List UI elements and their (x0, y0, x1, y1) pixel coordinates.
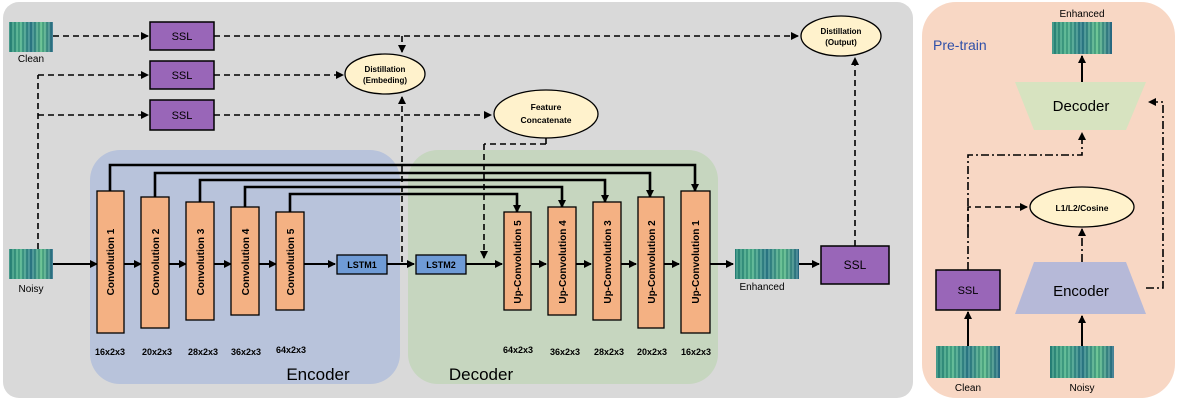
upconv-label: Up-Convolution 4 (558, 220, 569, 304)
pretrain-noisy-spectrogram-icon (1050, 346, 1114, 378)
pretrain-solid-arrows (964, 55, 1086, 346)
encoder-dim-3: 28x2x3 (188, 347, 218, 357)
feature-concat-line2: Concatenate (520, 115, 571, 125)
distillation-embedding-node: Distillation (Embeding) (344, 53, 426, 95)
lstm2-block: LSTM2 (415, 254, 467, 275)
pretrain-enhanced-label: Enhanced (1059, 9, 1104, 20)
pretrain-loss-node: L1/L2/Cosine (1029, 186, 1135, 228)
encoder-dim-2: 20x2x3 (142, 347, 172, 357)
decoder-dim-1: 16x2x3 (681, 347, 711, 357)
pretrain-decoder-block: Decoder (1015, 82, 1146, 130)
pretrain-loss-label: L1/L2/Cosine (1056, 203, 1109, 213)
ssl-label: SSL (172, 31, 193, 43)
pretrain-enhanced-spectrogram-icon (1052, 22, 1112, 54)
conv-label: Convolution 3 (196, 228, 207, 295)
noisy-label: Noisy (18, 284, 43, 295)
distillation-embed-line1: Distillation (365, 65, 406, 74)
upconv-label: Up-Convolution 5 (513, 220, 524, 304)
ssl-box-clean: SSL (149, 21, 215, 51)
distillation-output-node: Distillation (Output) (800, 15, 882, 57)
noisy-spectrogram-icon (9, 249, 53, 279)
upconv-label: Up-Convolution 3 (603, 220, 614, 304)
decoder-upconv-4: Up-Convolution 4 (547, 206, 577, 316)
ssl-label: SSL (844, 258, 867, 272)
encoder-conv-5: Convolution 5 (275, 211, 305, 311)
feature-concat-line1: Feature (531, 102, 562, 112)
pretrain-clean-spectrogram-icon (936, 346, 1000, 378)
distillation-embed-line2: (Embeding) (363, 76, 407, 85)
encoder-conv-4: Convolution 4 (230, 206, 260, 316)
pretrain-noisy-label: Noisy (1069, 383, 1094, 394)
conv-label: Convolution 4 (241, 228, 252, 295)
encoder-conv-3: Convolution 3 (185, 201, 215, 321)
ssl-box-enhanced: SSL (820, 245, 890, 285)
pretrain-encoder-label: Encoder (1053, 283, 1109, 300)
encoder-conv-1: Convolution 1 (96, 190, 125, 334)
encoder-dim-1: 16x2x3 (95, 347, 125, 357)
decoder-dim-4: 36x2x3 (550, 347, 580, 357)
ssl-box-noisy-2: SSL (149, 99, 215, 131)
lstm2-label: LSTM2 (426, 260, 456, 270)
clean-spectrogram-icon (9, 22, 53, 52)
pretrain-encoder-block: Encoder (1015, 262, 1146, 314)
pretrain-clean-label: Clean (955, 383, 981, 394)
pretrain-dashdot-arrows (967, 98, 1164, 289)
conv-label: Convolution 1 (106, 228, 117, 295)
ssl-label: SSL (172, 110, 193, 122)
upconv-label: Up-Convolution 2 (647, 220, 658, 304)
clean-label: Clean (18, 54, 44, 65)
decoder-region-label: Decoder (449, 365, 514, 384)
encoder-dim-4: 36x2x3 (231, 347, 261, 357)
distillation-output-line1: Distillation (821, 27, 862, 36)
enhanced-spectrogram-icon (735, 249, 799, 279)
skip-connections (108, 163, 699, 213)
ssl-label: SSL (172, 70, 193, 82)
decoder-dim-3: 28x2x3 (594, 347, 624, 357)
distillation-output-line2: (Output) (825, 38, 857, 47)
lstm1-block: LSTM1 (336, 254, 388, 275)
encoder-region-label: Encoder (286, 365, 350, 384)
conv-label: Convolution 5 (286, 228, 297, 295)
enhanced-label: Enhanced (739, 282, 784, 293)
ssl-box-noisy-1: SSL (149, 60, 215, 90)
ssl-label: SSL (958, 285, 979, 297)
pretrain-dashed-arrow (967, 203, 1028, 230)
pretrain-ssl-box: SSL (935, 269, 1001, 311)
pretrain-title: Pre-train (933, 37, 987, 53)
upconv-label: Up-Convolution 1 (691, 220, 702, 304)
encoder-dim-5: 64x2x3 (276, 345, 306, 355)
decoder-upconv-3: Up-Convolution 3 (592, 201, 622, 321)
decoder-upconv-1: Up-Convolution 1 (680, 190, 711, 334)
lstm1-label: LSTM1 (347, 260, 377, 270)
encoder-conv-2: Convolution 2 (140, 196, 170, 329)
decoder-upconv-5: Up-Convolution 5 (503, 211, 532, 311)
decoder-upconv-2: Up-Convolution 2 (637, 196, 665, 329)
conv-label: Convolution 2 (151, 228, 162, 295)
feature-concatenate-node: Feature Concatenate (493, 89, 599, 139)
decoder-dim-5: 64x2x3 (503, 345, 533, 355)
pretrain-decoder-label: Decoder (1053, 98, 1110, 115)
decoder-dim-2: 20x2x3 (637, 347, 667, 357)
